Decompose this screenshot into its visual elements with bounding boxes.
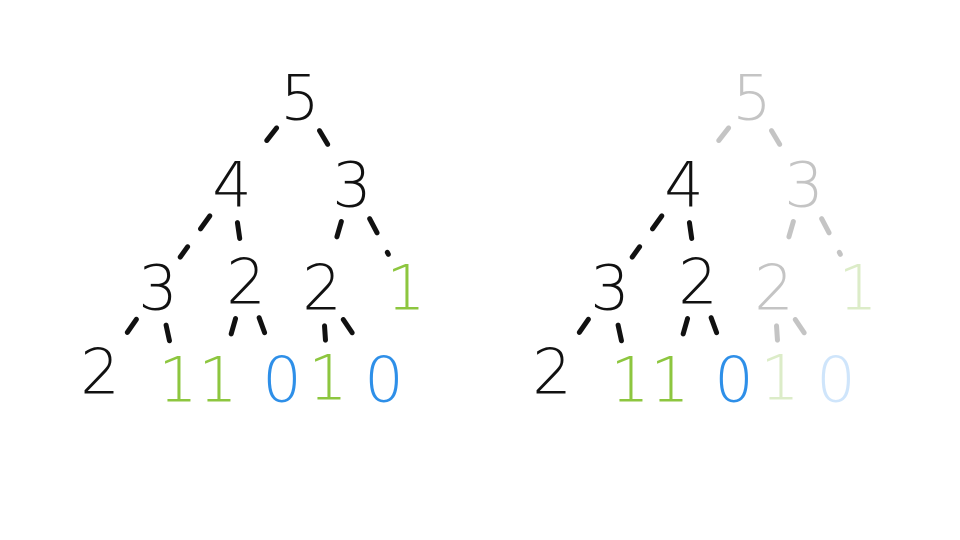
tree-edge [629,213,665,260]
tree-edge [119,316,139,344]
tree-node-i: 1 [610,344,649,417]
tree-edge [704,125,732,158]
tree-node-g: 1 [838,252,877,325]
tree-node-c: 3 [332,149,371,222]
tree-edge [256,315,272,347]
tree-node-g: 1 [386,252,425,325]
tree-node-e: 2 [226,246,265,319]
tree-edge [252,125,280,158]
tree-node-h: 2 [532,336,571,409]
tree-edge [708,315,724,347]
tree-node-k: 0 [262,344,301,417]
tree-edge [330,218,344,255]
tree-node-l: 1 [308,342,347,415]
tree-node-a: 5 [732,62,771,135]
tree-node-j: 1 [650,344,689,417]
tree-edge [768,128,788,155]
tree-node-l: 1 [760,342,799,415]
tree-node-i: 1 [158,344,197,417]
tree-node-e: 2 [678,246,717,319]
tree-edge [163,322,173,346]
tree-node-m: 0 [816,344,855,417]
tree-edge [340,317,366,351]
tree-edge [322,323,328,343]
tree-node-c: 3 [784,149,823,222]
tree-node-f: 2 [302,252,341,325]
tree-edge [234,220,244,247]
tree-edge [819,216,843,257]
tree-edge [367,216,391,257]
tree-node-h: 2 [80,336,119,409]
tree-edge [316,128,336,155]
tree-node-f: 2 [754,252,793,325]
tree-edge [615,322,625,346]
tree-node-m: 0 [364,344,403,417]
tree-edge [571,316,591,344]
tree-node-d: 3 [138,252,177,325]
tree-edge [774,323,780,343]
tree-node-a: 5 [280,62,319,135]
tree-edge [677,316,691,346]
tree-node-d: 3 [590,252,629,325]
tree-edge [177,213,213,260]
tree-node-b: 4 [212,149,251,222]
tree-edge [686,220,696,247]
tree-edge [792,317,818,351]
tree-node-j: 1 [198,344,237,417]
tree-edge [225,316,239,346]
tree-node-k: 0 [714,344,753,417]
tree-edge [782,218,796,255]
tree-node-b: 4 [664,149,703,222]
